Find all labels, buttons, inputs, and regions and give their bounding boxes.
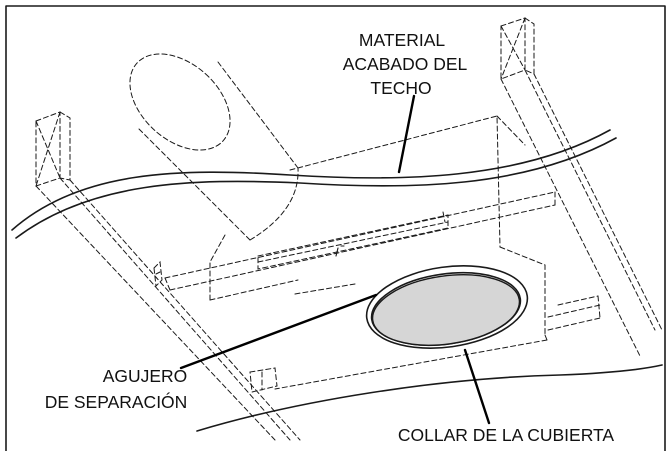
- frame-border: [5, 5, 666, 451]
- label-ceiling-material-line2: ACABADO DEL: [343, 54, 468, 74]
- left-joist: [35, 111, 301, 441]
- right-joist: [500, 17, 663, 357]
- leader-clearance-hole: [179, 293, 378, 370]
- lower-bracket-left: [249, 367, 278, 393]
- label-ceiling-material-line1: MATERIAL: [359, 30, 445, 50]
- duct-cylinder: [129, 53, 299, 241]
- leader-ceiling-material: [397, 94, 416, 174]
- label-cover-collar: COLLAR DE LA CUBIERTA: [398, 425, 615, 445]
- label-clearance-hole-line2: DE SEPARACIÓN: [45, 391, 188, 412]
- label-ceiling-material-line3: TECHO: [370, 78, 431, 98]
- lower-bracket-right: [547, 295, 601, 331]
- label-clearance-hole-line1: AGUJERO: [103, 366, 188, 386]
- leader-cover-collar: [463, 348, 491, 425]
- mounting-bar: [153, 191, 556, 291]
- fan-housing: [209, 115, 548, 390]
- clearance-hole: [371, 274, 521, 346]
- ceiling-material: [11, 129, 663, 432]
